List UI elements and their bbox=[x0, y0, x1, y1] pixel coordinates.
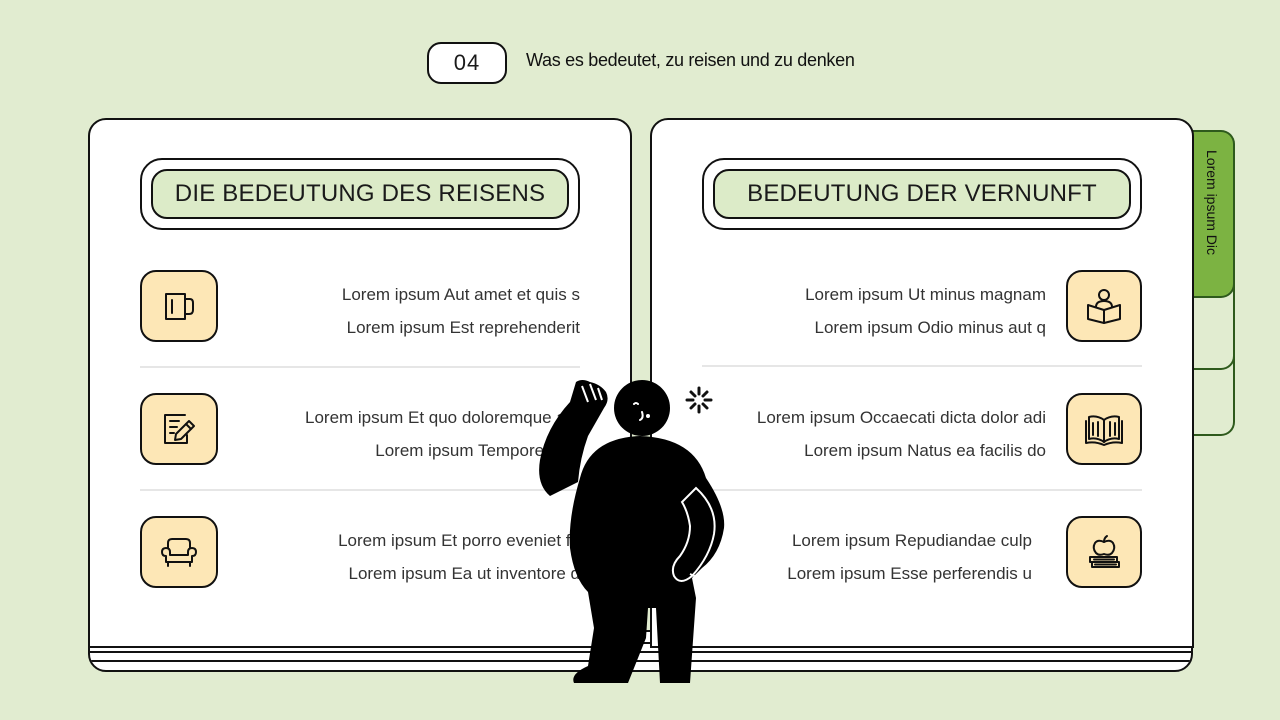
divider bbox=[702, 365, 1142, 367]
item-line-2: Lorem ipsum Natus ea facilis do bbox=[804, 441, 1046, 460]
item-line-1: Lorem ipsum Ut minus magnam bbox=[805, 285, 1046, 304]
list-item: Lorem ipsum Ut minus magnam Lorem ipsum … bbox=[702, 270, 1142, 344]
armchair-icon bbox=[140, 516, 218, 588]
item-line-1: Lorem ipsum Et porro eveniet fa bbox=[338, 531, 580, 550]
notepad-pen-icon bbox=[140, 393, 218, 465]
item-line-1: Lorem ipsum Aut amet et quis s bbox=[341, 285, 580, 304]
item-line-2: Lorem ipsum Odio minus aut q bbox=[814, 318, 1047, 337]
list-item: Lorem ipsum Aut amet et quis s Lorem ips… bbox=[140, 270, 580, 344]
right-heading: BEDEUTUNG DER VERNUNFT bbox=[713, 169, 1131, 219]
thinking-person-illustration bbox=[539, 380, 725, 683]
left-heading: DIE BEDEUTUNG DES REISENS bbox=[151, 169, 569, 219]
list-item: Lorem ipsum Et porro eveniet fa Lorem ip… bbox=[140, 516, 580, 590]
item-line-2: Lorem ipsum Esse perferendis u bbox=[787, 564, 1032, 583]
slide-number: 04 bbox=[427, 42, 507, 84]
list-item: Lorem ipsum Occaecati dicta dolor adi Lo… bbox=[702, 393, 1142, 467]
item-line-1: Lorem ipsum Occaecati dicta dolor adi bbox=[756, 408, 1046, 427]
item-line-1: Lorem ipsum Et quo doloremque aut bbox=[305, 408, 580, 427]
sparkle-icon bbox=[685, 386, 713, 414]
item-line-1: Lorem ipsum Repudiandae culp bbox=[791, 531, 1032, 550]
right-heading-frame: BEDEUTUNG DER VERNUNFT bbox=[702, 158, 1142, 230]
item-line-2: Lorem ipsum Ea ut inventore d bbox=[348, 564, 580, 583]
apple-books-icon bbox=[1066, 516, 1142, 588]
list-item: Lorem ipsum Et quo doloremque aut Lorem … bbox=[140, 393, 580, 467]
mug-icon bbox=[140, 270, 218, 342]
slide-title: Was es bedeutet, zu reisen und zu denken bbox=[526, 50, 855, 70]
item-line-2: Lorem ipsum Est reprehenderit bbox=[346, 318, 580, 337]
divider bbox=[140, 366, 580, 368]
book-left-page: DIE BEDEUTUNG DES REISENS Lorem ipsum Au… bbox=[88, 118, 632, 648]
open-book-icon bbox=[1066, 393, 1142, 465]
divider bbox=[140, 489, 580, 491]
item-line-2: Lorem ipsum Tempore duci bbox=[375, 441, 580, 460]
book-right-page: BEDEUTUNG DER VERNUNFT Lorem ipsum Ut mi… bbox=[650, 118, 1194, 648]
list-item: Lorem ipsum Repudiandae culp Lorem ipsum… bbox=[702, 516, 1142, 590]
tab-active[interactable]: Lorem ipsum Dic bbox=[1191, 130, 1235, 298]
person-reading-icon bbox=[1066, 270, 1142, 342]
left-heading-frame: DIE BEDEUTUNG DES REISENS bbox=[140, 158, 580, 230]
divider bbox=[702, 489, 1142, 491]
tab-active-label: Lorem ipsum Dic bbox=[1204, 150, 1220, 256]
